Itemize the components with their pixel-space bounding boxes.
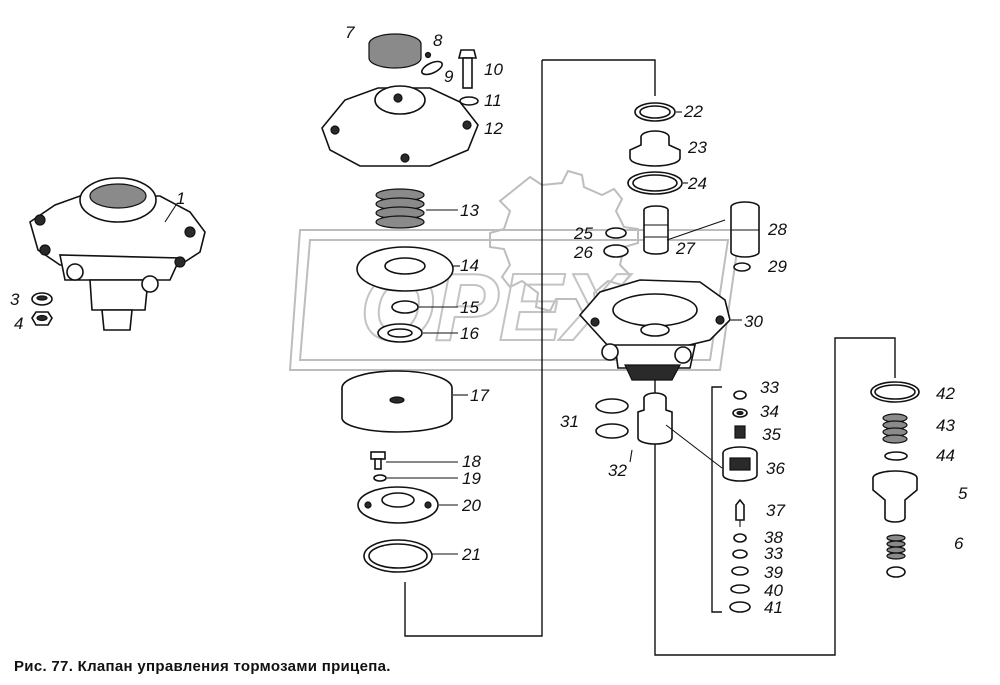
part-29-o-ring <box>733 262 751 272</box>
label-38: 38 <box>764 528 783 547</box>
label-18: 18 <box>462 452 481 471</box>
label-40: 40 <box>764 581 783 600</box>
label-13: 13 <box>460 201 479 220</box>
part-25-o-ring <box>605 227 627 239</box>
part-17-piston <box>341 370 453 433</box>
label-42: 42 <box>936 384 955 403</box>
label-11: 11 <box>484 91 502 110</box>
label-33-lower: 33 <box>764 544 783 563</box>
part-26-o-ring <box>603 244 629 258</box>
part-labels: 1 3 4 7 8 9 10 11 12 13 14 15 16 17 18 1… <box>10 23 968 617</box>
part-18-screw <box>370 451 386 470</box>
part-3-washer <box>31 292 53 306</box>
part-35-spring <box>734 425 746 439</box>
part-13-spring <box>375 188 425 229</box>
part-39-ring <box>731 566 749 576</box>
label-10: 10 <box>484 60 503 79</box>
part-21-ring <box>363 539 433 573</box>
label-23: 23 <box>687 138 707 157</box>
part-8-pin <box>424 51 432 59</box>
label-43: 43 <box>936 416 955 435</box>
part-30-valve-body <box>578 279 731 381</box>
part-37-pin <box>735 498 745 527</box>
label-6: 6 <box>954 534 964 553</box>
label-24: 24 <box>687 174 707 193</box>
label-33-upper: 33 <box>760 378 779 397</box>
part-38-washer <box>733 533 747 543</box>
label-26: 26 <box>573 243 593 262</box>
label-27: 27 <box>675 239 695 258</box>
label-22: 22 <box>683 102 703 121</box>
label-34: 34 <box>760 402 779 421</box>
figure-caption: Рис. 77. Клапан управления тормозами при… <box>14 658 391 675</box>
part-36-housing <box>722 446 758 482</box>
label-8: 8 <box>433 31 443 50</box>
part-10-bolt <box>457 49 478 89</box>
part-44-ring <box>884 451 908 461</box>
label-25: 25 <box>573 224 593 243</box>
label-7: 7 <box>345 23 355 42</box>
part-20-flange <box>357 486 439 524</box>
part-27-plunger <box>643 205 669 255</box>
label-17: 17 <box>470 386 489 405</box>
label-15: 15 <box>460 298 479 317</box>
part-9-ring <box>421 60 443 76</box>
part-34-washer <box>732 408 748 418</box>
label-19: 19 <box>462 469 481 488</box>
part-42-ring <box>870 381 920 403</box>
label-36: 36 <box>766 459 785 478</box>
label-29: 29 <box>767 257 787 276</box>
part-43-spring <box>882 413 908 444</box>
part-41-ring <box>729 601 751 613</box>
part-16-washer <box>377 323 423 343</box>
label-1: 1 <box>176 189 185 208</box>
part-33-cap-lower <box>732 549 748 559</box>
label-4: 4 <box>14 314 23 333</box>
part-4-nut <box>31 311 53 326</box>
label-20: 20 <box>461 496 481 515</box>
part-31-o-rings <box>595 398 629 439</box>
label-14: 14 <box>460 256 479 275</box>
label-12: 12 <box>484 119 503 138</box>
part-7-cap <box>368 33 422 69</box>
label-44: 44 <box>936 446 955 465</box>
label-5: 5 <box>958 484 968 503</box>
part-23-valve-seat <box>629 130 681 167</box>
label-9: 9 <box>444 67 454 86</box>
part-5-valve-seat <box>872 470 918 523</box>
part-6-spring <box>886 534 906 560</box>
part-22-o-ring <box>634 102 676 122</box>
part-24-o-ring <box>627 171 683 195</box>
label-30: 30 <box>744 312 763 331</box>
part-6-nut <box>886 566 906 578</box>
part-28-sleeve <box>730 201 760 258</box>
part-14-diaphragm <box>356 246 454 292</box>
label-41: 41 <box>764 598 783 617</box>
part-11-washer <box>459 96 479 106</box>
part-15-o-ring <box>391 300 419 314</box>
label-32: 32 <box>608 461 627 480</box>
label-16: 16 <box>460 324 479 343</box>
part-40-ring <box>730 584 750 594</box>
label-28: 28 <box>767 220 787 239</box>
label-35: 35 <box>762 425 781 444</box>
part-32-valve <box>637 392 673 445</box>
part-12-cover <box>321 85 479 167</box>
part-33-cap <box>733 390 747 400</box>
assembly-frames <box>404 59 896 656</box>
label-37: 37 <box>766 501 785 520</box>
label-3: 3 <box>10 290 20 309</box>
label-21: 21 <box>461 545 481 564</box>
part-1-valve-assembly <box>29 177 206 331</box>
label-39: 39 <box>764 563 783 582</box>
label-31: 31 <box>560 412 579 431</box>
part-19-washer <box>373 474 387 482</box>
